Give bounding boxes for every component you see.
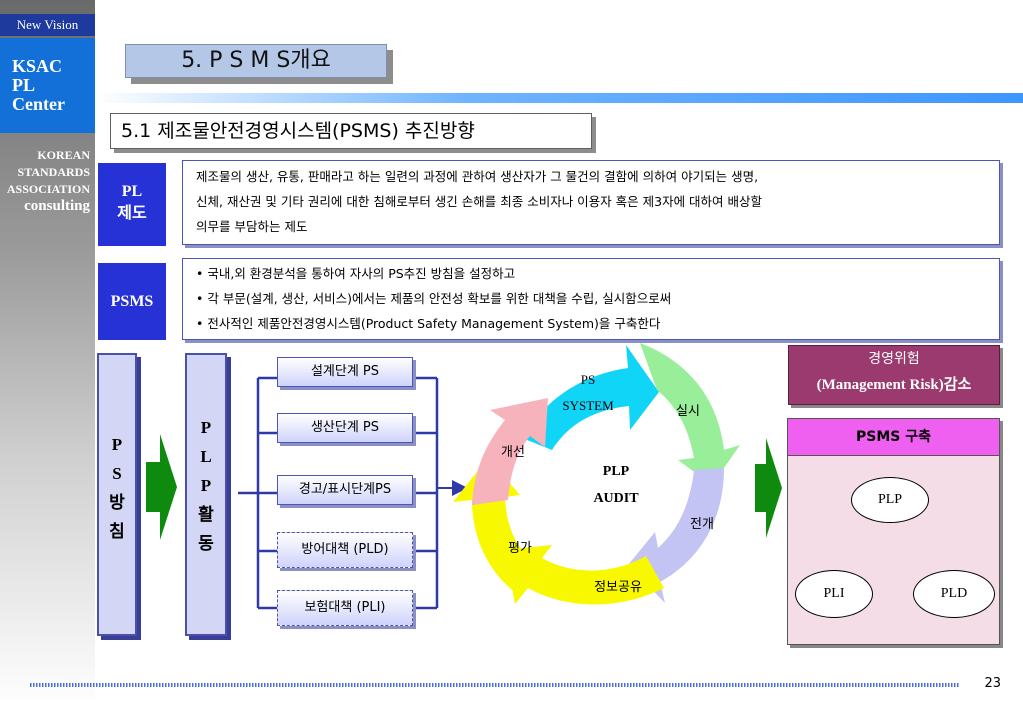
ps-policy-bar: P S 방 침 <box>97 353 137 636</box>
plp-activity-bar: P L P 활 동 <box>185 353 227 636</box>
activity-char: 활 <box>198 505 214 524</box>
org-line: STANDARDS <box>17 165 90 179</box>
ksac-line: PL <box>12 75 36 95</box>
ps-system-line: PS <box>580 372 596 387</box>
description-line: • 전사적인 제품안전경영시스템(Product Safety Manageme… <box>196 316 661 331</box>
center-line: AUDIT <box>593 491 639 506</box>
description-line: 제조물의 생산, 유통, 판매라고 하는 일련의 과정에 관하여 생산자가 그 … <box>196 169 759 184</box>
management-risk-box: 경영위험 (Management Risk)감소 <box>788 345 1000 405</box>
consulting-label: consulting <box>24 198 90 214</box>
psms-description: • 국내,외 환경분석을 통하여 자사의 PS추진 방침을 설정하고 • 각 부… <box>182 258 1000 340</box>
pl-system-description: 제조물의 생산, 유통, 판매라고 하는 일련의 과정에 관하여 생산자가 그 … <box>182 160 1000 245</box>
page-title: 5. P S M S개요 <box>125 44 387 78</box>
left-bracket <box>238 376 277 610</box>
activity-defense-pld: 방어대책 (PLD) <box>277 532 413 568</box>
org-line: ASSOCIATION <box>6 182 90 196</box>
new-vision-label: New Vision <box>0 14 95 36</box>
ps-system-label: PS SYSTEM <box>548 367 628 419</box>
cycle-center-label: PLP AUDIT <box>576 458 656 512</box>
ksac-line: Center <box>12 94 65 114</box>
risk-line: (Management Risk)감소 <box>816 377 972 393</box>
ksac-line: KSAC <box>12 56 63 76</box>
ksac-logo: KSAC PL Center <box>0 38 95 133</box>
ps-system-line: SYSTEM <box>562 398 614 413</box>
cycle-segment-info-sharing <box>505 545 664 605</box>
activity-char: P <box>200 418 212 437</box>
node-pld: PLD <box>913 570 995 618</box>
psms-build-title: PSMS 구축 <box>788 419 999 456</box>
segment-label-implementation: 실시 <box>676 404 700 419</box>
activity-char: L <box>200 447 212 466</box>
green-arrow <box>146 434 177 540</box>
activity-design-ps: 설계단계 PS <box>277 357 413 387</box>
pl-label-line: 제도 <box>117 205 147 222</box>
section-subtitle: 5.1 제조물안전경영시스템(PSMS) 추진방향 <box>110 113 592 149</box>
description-line: 의무를 부담하는 제도 <box>196 219 308 234</box>
segment-label-improvement: 개선 <box>501 445 525 460</box>
policy-char: P <box>111 435 123 454</box>
psms-label: PSMS <box>98 263 166 340</box>
activity-char: 동 <box>198 534 214 553</box>
policy-char: 방 <box>109 493 125 512</box>
right-bracket <box>413 376 439 610</box>
risk-line: 경영위험 <box>868 351 920 367</box>
description-line: • 국내,외 환경분석을 통하여 자사의 PS추진 방침을 설정하고 <box>196 266 516 281</box>
policy-char: S <box>112 464 122 483</box>
pl-label-line: PL <box>121 183 143 200</box>
node-plp: PLP <box>851 477 929 523</box>
node-pli: PLI <box>795 570 873 618</box>
description-line: • 각 부문(설계, 생산, 서비스)에서는 제품의 안전성 확보를 위한 대책… <box>196 291 672 306</box>
segment-label-evaluation: 평가 <box>508 541 532 556</box>
pl-system-label: PL 제도 <box>98 163 166 246</box>
header-gradient-bar <box>95 93 1023 103</box>
cycle-segment-implementation <box>640 343 740 485</box>
description-line: 신체, 재산권 및 기타 권리에 대한 침해로부터 생긴 손해를 최종 소비자나… <box>196 194 763 209</box>
policy-char: 침 <box>109 522 125 541</box>
center-line: PLP <box>602 464 630 479</box>
activity-production-ps: 생산단계 PS <box>277 413 413 443</box>
page-number: 23 <box>984 676 1001 691</box>
activity-insurance-pli: 보험대책 (PLI) <box>277 590 413 626</box>
activity-warning-ps: 경고/표시단계PS <box>277 475 413 505</box>
activity-char: P <box>200 476 212 495</box>
organization-name: KOREAN STANDARDS ASSOCIATION consulting <box>0 147 90 215</box>
org-line: KOREAN <box>37 148 90 162</box>
segment-label-info-sharing: 정보공유 <box>594 580 642 595</box>
segment-label-deployment: 전개 <box>690 517 714 532</box>
green-arrow <box>755 438 782 538</box>
cycle-segment-improvement <box>472 398 548 505</box>
cycle-segment-ps-system <box>522 345 659 450</box>
